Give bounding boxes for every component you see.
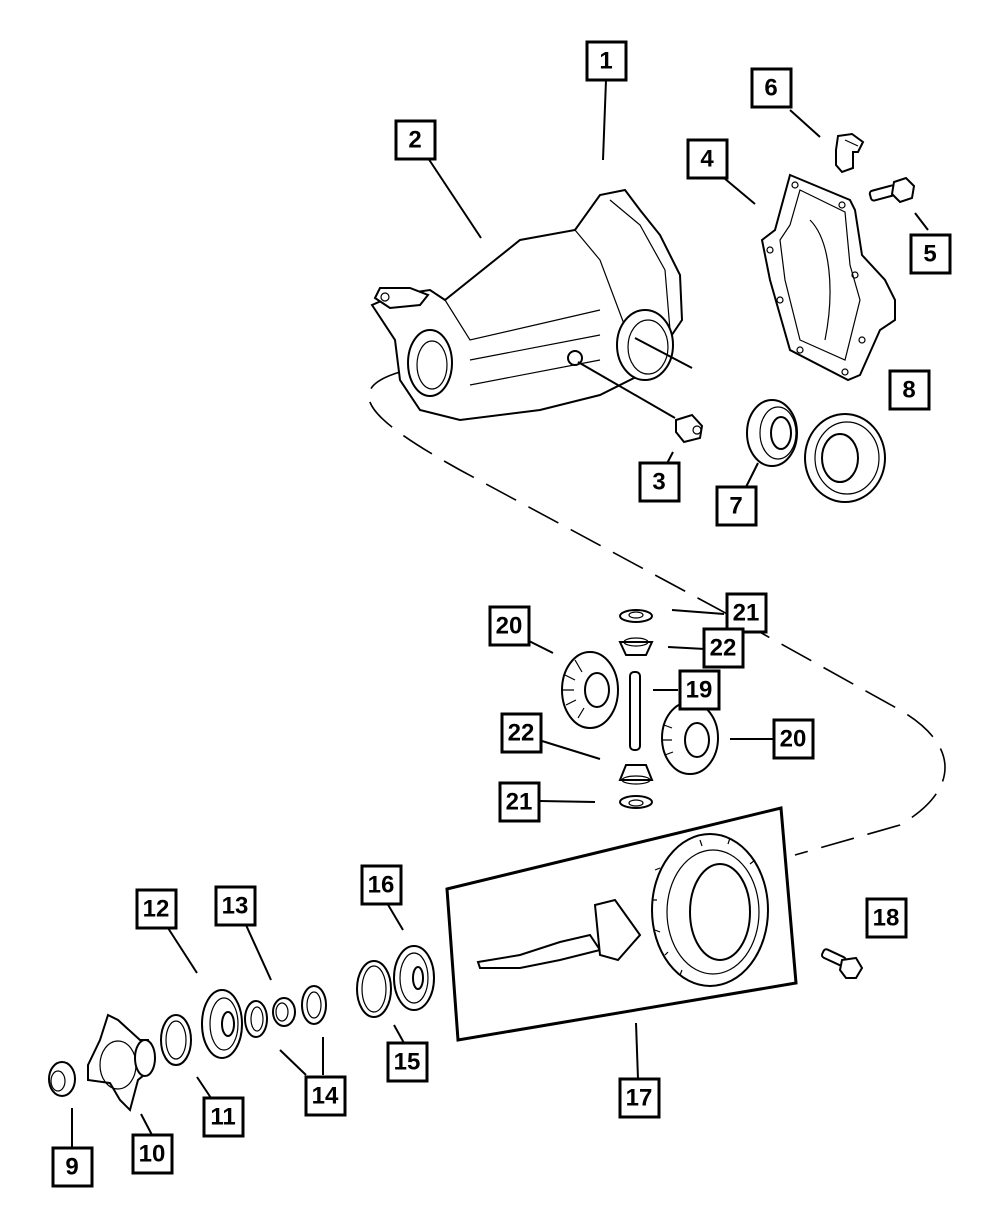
callout-9[interactable]: 9 xyxy=(51,1146,94,1188)
breather-vent-part[interactable] xyxy=(835,132,865,174)
axle-seal-part[interactable] xyxy=(804,413,886,503)
callout-1[interactable]: 1 xyxy=(585,40,628,82)
pinion-flange-part[interactable] xyxy=(87,1013,156,1112)
callout-4[interactable]: 4 xyxy=(686,138,729,180)
dashed-assembly-path xyxy=(368,371,946,856)
bolt-part[interactable] xyxy=(868,176,916,204)
bearing-cup-part[interactable] xyxy=(356,960,392,1018)
pinion-nut-part[interactable] xyxy=(48,1061,76,1097)
front-pinion-bearing-part[interactable] xyxy=(201,989,243,1059)
ring-gear-bolt-part[interactable] xyxy=(820,948,864,979)
callout-17[interactable]: 17 xyxy=(618,1077,661,1119)
plug-part[interactable] xyxy=(675,413,704,444)
callout-label: 2 xyxy=(408,127,421,154)
callout-19[interactable]: 19 xyxy=(678,669,721,711)
callout-5[interactable]: 5 xyxy=(909,233,952,275)
pinion-gear-bottom-part[interactable] xyxy=(618,764,654,785)
callout-label: 9 xyxy=(65,1154,78,1181)
callout-label: 22 xyxy=(710,635,737,662)
callout-label: 7 xyxy=(729,493,742,520)
collapsible-spacer-part[interactable] xyxy=(272,997,296,1027)
rear-pinion-bearing-part[interactable] xyxy=(393,945,435,1011)
leader-lines xyxy=(71,79,929,1148)
callout-15[interactable]: 15 xyxy=(386,1041,429,1083)
callout-20-right[interactable]: 20 xyxy=(772,718,815,760)
callout-label: 17 xyxy=(626,1085,653,1112)
callout-21-top[interactable]: 21 xyxy=(725,592,768,634)
callout-12[interactable]: 12 xyxy=(135,888,178,930)
callout-label: 20 xyxy=(496,613,523,640)
shim-part[interactable] xyxy=(301,985,327,1025)
callout-label: 15 xyxy=(394,1049,421,1076)
leader-line xyxy=(634,337,693,369)
callout-label: 20 xyxy=(780,726,807,753)
callout-8[interactable]: 8 xyxy=(888,369,931,411)
callout-label: 8 xyxy=(902,377,915,404)
pinion-shaft-part[interactable] xyxy=(629,671,641,751)
callout-label: 10 xyxy=(139,1141,166,1168)
callout-label: 13 xyxy=(222,893,249,920)
thrust-washer-top-part[interactable] xyxy=(619,609,653,623)
callout-label: 21 xyxy=(733,600,760,627)
side-gear-right-part[interactable] xyxy=(661,701,719,775)
callout-2[interactable]: 2 xyxy=(394,119,437,161)
callout-18[interactable]: 18 xyxy=(865,897,908,939)
callout-label: 1 xyxy=(599,48,612,75)
callout-14[interactable]: 14 xyxy=(304,1075,347,1117)
callout-label: 18 xyxy=(873,905,900,932)
callout-label: 14 xyxy=(312,1083,339,1110)
side-gear-left-part[interactable] xyxy=(561,651,619,729)
leader-line xyxy=(577,361,676,419)
callout-10[interactable]: 10 xyxy=(131,1133,174,1175)
callout-11[interactable]: 11 xyxy=(202,1096,245,1138)
callout-label: 19 xyxy=(686,677,713,704)
callout-label: 5 xyxy=(923,241,936,268)
callout-label: 11 xyxy=(210,1104,235,1131)
differential-bearing-part[interactable] xyxy=(746,399,798,467)
callout-label: 22 xyxy=(508,720,535,747)
callout-6[interactable]: 6 xyxy=(750,67,793,109)
pinion-gear-top-part[interactable] xyxy=(618,637,654,656)
ring-and-pinion-gear-set-part[interactable] xyxy=(445,806,798,1042)
callout-label: 4 xyxy=(700,146,714,173)
callout-16[interactable]: 16 xyxy=(360,864,403,906)
thrust-washer-bottom-part[interactable] xyxy=(619,795,653,809)
callout-label: 21 xyxy=(506,789,533,816)
callout-22-bottom[interactable]: 22 xyxy=(500,712,543,754)
callout-label: 6 xyxy=(764,75,777,102)
callout-label: 3 xyxy=(652,469,665,496)
callout-7[interactable]: 7 xyxy=(715,485,758,527)
pinion-seal-part[interactable] xyxy=(160,1014,192,1066)
callout-22-top[interactable]: 22 xyxy=(702,627,745,669)
callout-21-bottom[interactable]: 21 xyxy=(498,781,541,823)
callout-3[interactable]: 3 xyxy=(638,461,681,503)
callout-label: 16 xyxy=(368,872,395,899)
callout-13[interactable]: 13 xyxy=(214,885,257,927)
housing-cover-part[interactable] xyxy=(760,173,896,382)
differential-housing-part[interactable] xyxy=(370,188,684,422)
callout-20-left[interactable]: 20 xyxy=(488,605,531,647)
callout-label: 12 xyxy=(143,896,170,923)
shim-washer-part[interactable] xyxy=(244,1000,268,1038)
